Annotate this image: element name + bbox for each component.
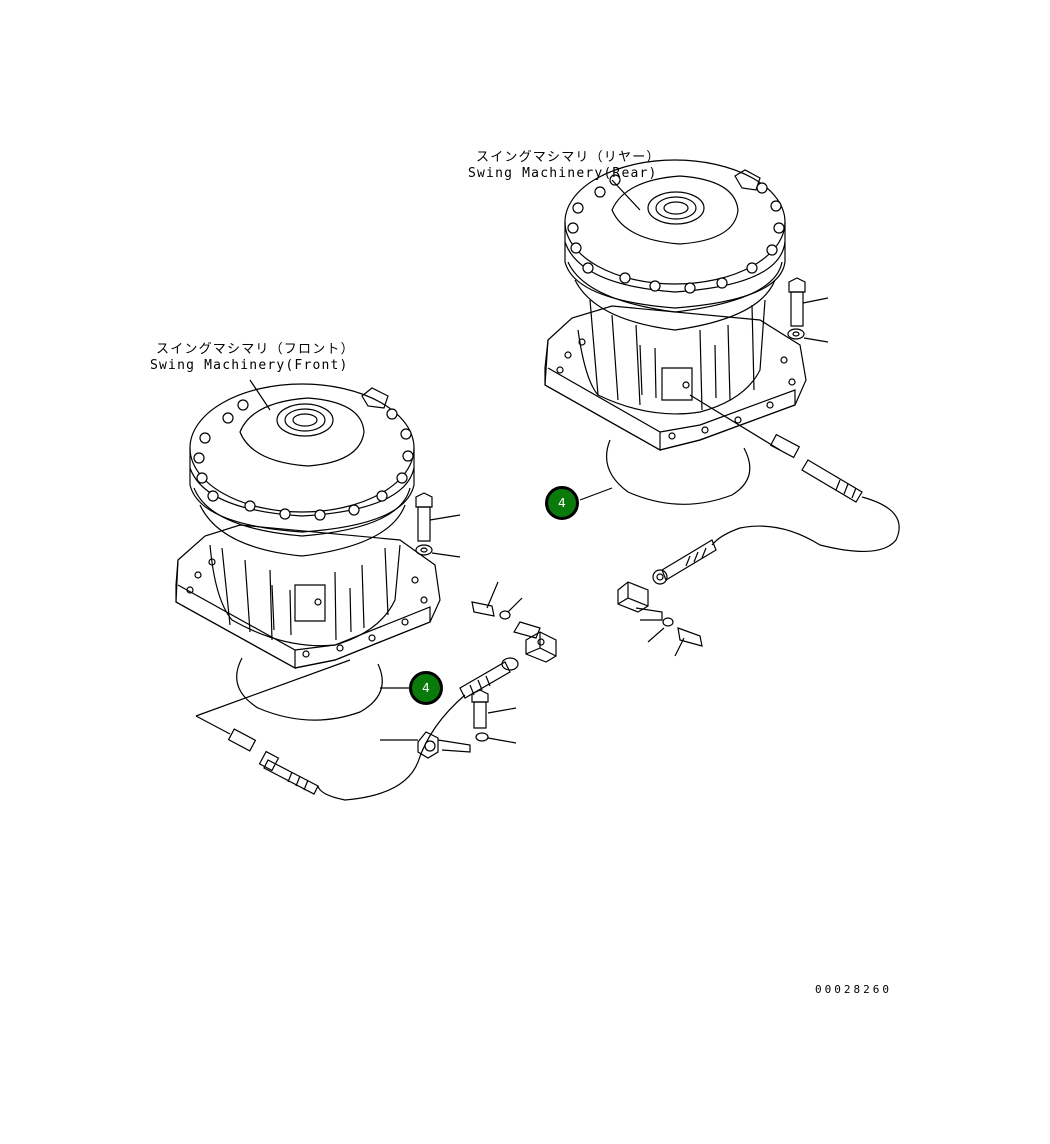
rear-callout-4[interactable]: 4 [545,486,579,520]
rear-bolt-right-icon [788,278,828,342]
rear-label-jp: スイングマシマリ（リヤー） [476,150,661,165]
rear-label-en: Swing Machinery(Rear) [468,166,658,181]
rear-label-leader [612,180,640,210]
front-label-jp: スイングマシマリ（フロント） [156,342,355,357]
document-number: 00028260 [815,983,892,996]
front-label-leader [250,380,270,410]
rear-callout-leader [580,488,612,500]
front-callout-4[interactable]: 4 [409,671,443,705]
front-bolt-right-icon [416,493,460,557]
front-label-en: Swing Machinery(Front) [150,358,349,373]
front-swing-machinery [176,384,556,800]
rear-swing-machinery [545,160,899,656]
